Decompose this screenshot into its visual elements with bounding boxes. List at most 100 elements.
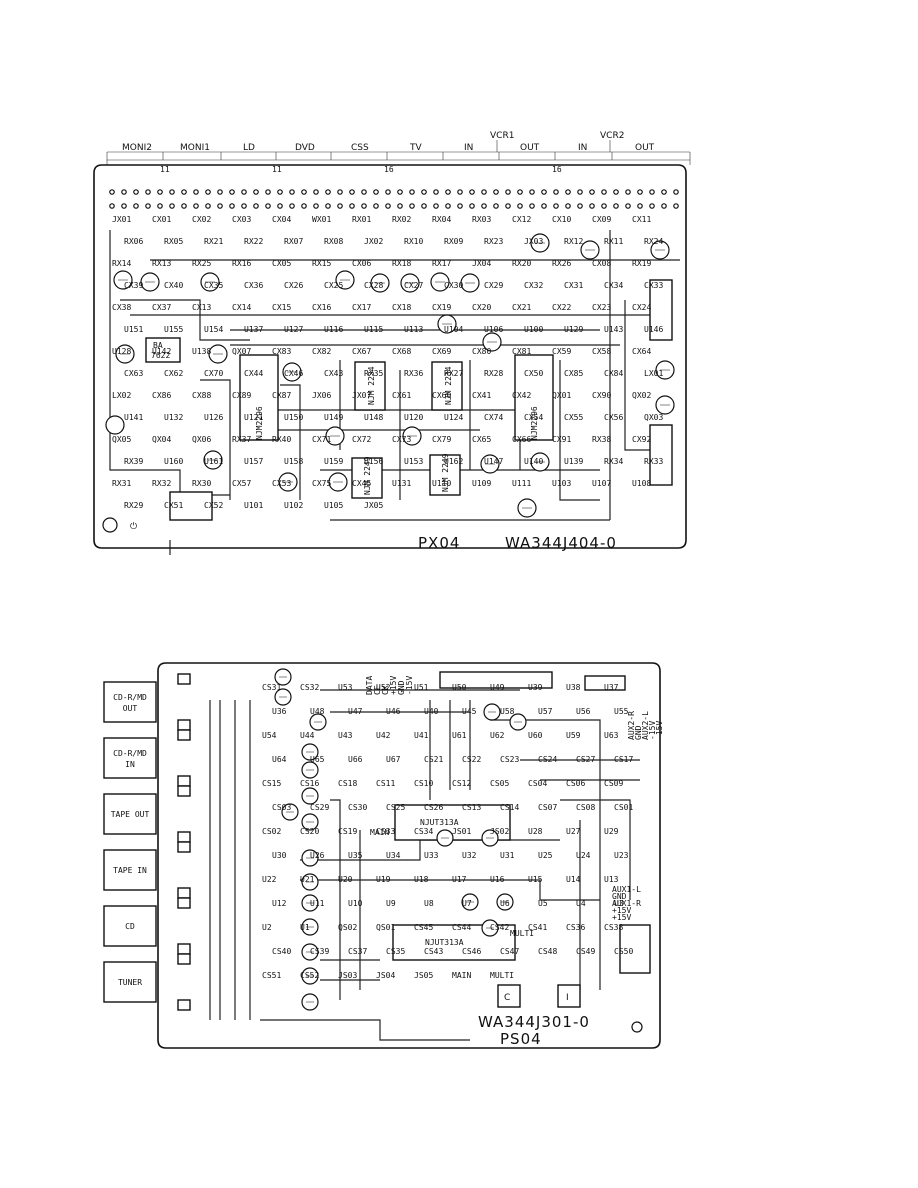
component-label: U107 (592, 479, 611, 488)
board1-header: VCR1 VCR2 MONI2 MONI1 LD DVD CSS TV IN O… (106, 131, 691, 174)
jack-pin (177, 943, 191, 955)
jack-label: TAPE OUT (111, 810, 150, 819)
component-label: U153 (404, 457, 423, 466)
hdr-moni2: MONI2 (122, 143, 152, 153)
connector-js04 (619, 924, 651, 974)
pin (121, 189, 127, 195)
board2-name: PS04 (500, 1030, 542, 1048)
component-label: RX35 (364, 369, 383, 378)
component-label: RX08 (324, 237, 343, 246)
component-label: U113 (404, 325, 423, 334)
component-label: CX68 (392, 347, 411, 356)
component-label: U17 (452, 875, 467, 884)
board1-name: PX04 (418, 534, 460, 552)
pin (493, 189, 499, 195)
component-label: QX03 (644, 413, 663, 422)
component-label: U60 (528, 731, 543, 740)
pin (481, 203, 487, 209)
component-label: CS14 (500, 803, 519, 812)
component-label: RX17 (432, 259, 451, 268)
pin (265, 203, 271, 209)
component-label: CX04 (272, 215, 291, 224)
component-label: U58 (500, 707, 515, 716)
pin (565, 189, 571, 195)
component-label: U148 (364, 413, 383, 422)
component-label: WX01 (312, 215, 331, 224)
component-label: U102 (284, 501, 303, 510)
component-label: CX31 (564, 281, 583, 290)
pin (637, 189, 643, 195)
component-label: CS37 (348, 947, 367, 956)
component-label: QX02 (632, 391, 651, 400)
component-label: RX05 (164, 237, 183, 246)
component-label: CS07 (538, 803, 557, 812)
component-label: QX07 (232, 347, 251, 356)
svg-text:BA: BA (153, 341, 163, 350)
pin (529, 203, 535, 209)
component-label: CX91 (552, 435, 571, 444)
component-label: U28 (528, 827, 543, 836)
pin (517, 189, 523, 195)
component-label: U6 (500, 899, 510, 908)
component-label: CS45 (414, 923, 433, 932)
component-label: CS24 (538, 755, 557, 764)
component-label: CX15 (272, 303, 291, 312)
component-label: U161 (204, 457, 223, 466)
connector-pin-label: -15V (648, 721, 657, 740)
component-label: U26 (310, 851, 325, 860)
ic-ba7622: BA 7622 (145, 337, 181, 363)
pin (133, 189, 139, 195)
component-label: U159 (324, 457, 343, 466)
component-label: CX50 (524, 369, 543, 378)
component-label: CX26 (284, 281, 303, 290)
component-label: U100 (524, 325, 543, 334)
jack-outline (103, 737, 157, 779)
jack-pin (177, 999, 191, 1011)
pin (433, 189, 439, 195)
connector-pin-label: AUX1-R (612, 899, 641, 908)
component-label: U57 (538, 707, 553, 716)
component-label: CS05 (490, 779, 509, 788)
component-label: U111 (512, 479, 531, 488)
component-label: U37 (604, 683, 619, 692)
pin (409, 203, 415, 209)
box-i-label: I (566, 993, 569, 1003)
component-label: U108 (632, 479, 651, 488)
svg-text:MULTI: MULTI (510, 929, 534, 938)
pin (301, 189, 307, 195)
component-label: U45 (462, 707, 477, 716)
component-label: U162 (444, 457, 463, 466)
component-label: U20 (338, 875, 353, 884)
component-label: RX10 (404, 237, 423, 246)
hdr-dvd: DVD (295, 143, 315, 153)
component-label: U46 (386, 707, 401, 716)
jack-outline (103, 849, 157, 891)
component-label: CS03 (272, 803, 291, 812)
component-label: RX21 (204, 237, 223, 246)
component-label: U23 (614, 851, 629, 860)
component-label: JS01 (452, 827, 471, 836)
pin (637, 203, 643, 209)
component-label: RX34 (604, 457, 623, 466)
component-label: CX33 (644, 281, 663, 290)
component-label: CS44 (452, 923, 471, 932)
component-label: U10 (348, 899, 363, 908)
connector-pin-label: AUX2-L (641, 711, 650, 740)
component-label: CX32 (524, 281, 543, 290)
component-label: U24 (576, 851, 591, 860)
component-label: CX86 (152, 391, 171, 400)
pin (445, 203, 451, 209)
component-label: CX51 (164, 501, 183, 510)
component-label: LX01 (644, 369, 663, 378)
component-label: JS02 (490, 827, 509, 836)
power-icon: ⏻ (130, 521, 137, 532)
pin (325, 189, 331, 195)
pin (649, 189, 655, 195)
hdr-in1: IN (464, 143, 473, 153)
component-label: CS34 (414, 827, 433, 836)
component-label: U5 (538, 899, 548, 908)
svg-text:7622: 7622 (151, 351, 170, 360)
pin (613, 203, 619, 209)
jack-pin (177, 831, 191, 843)
